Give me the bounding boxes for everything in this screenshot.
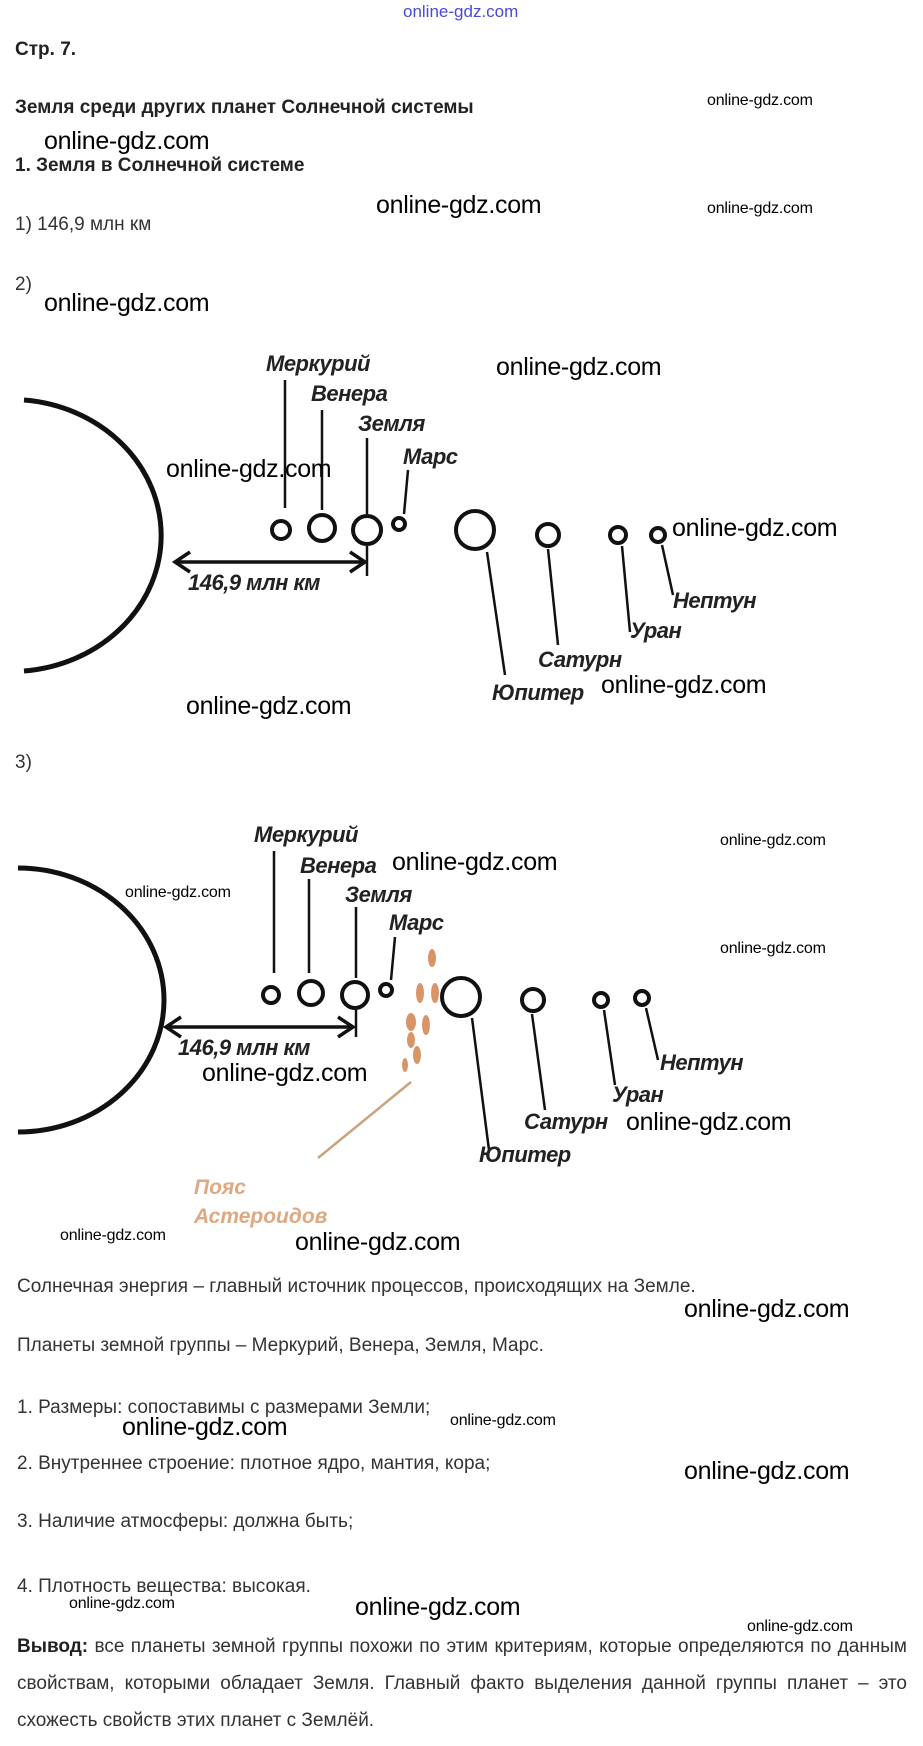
watermark: online-gdz.com [60, 1227, 166, 1244]
watermark: online-gdz.com [720, 832, 826, 849]
criterion-2: 2. Внутреннее строение: плотное ядро, ма… [17, 1453, 491, 1474]
watermark: online-gdz.com [684, 1295, 850, 1323]
criterion-4: 4. Плотность вещества: высокая. [17, 1576, 311, 1597]
watermark: online-gdz.com [601, 671, 767, 699]
uranus-circle [608, 525, 628, 545]
criterion-1: 1. Размеры: сопоставимы с размерами Земл… [17, 1397, 431, 1418]
venus-circle [307, 513, 337, 543]
watermark: online-gdz.com [720, 940, 826, 957]
page-title: Земля среди других планет Солнечной сист… [15, 97, 474, 118]
label-venus: Венера [311, 381, 388, 406]
distance-arrow [171, 550, 369, 574]
watermark: online-gdz.com [392, 848, 558, 876]
label-earth: Земля [358, 411, 425, 436]
watermark: online-gdz.com [376, 191, 542, 219]
label-mercury: Меркурий [266, 351, 370, 376]
label-mars: Марс [389, 910, 444, 935]
criterion-3: 3. Наличие атмосферы: должна быть; [17, 1511, 354, 1532]
watermark: online-gdz.com [672, 514, 838, 542]
group-text: Планеты земной группы – Меркурий, Венера… [17, 1335, 544, 1356]
asteroid-pointer [317, 1081, 412, 1159]
watermark: online-gdz.com [626, 1108, 792, 1136]
sun-arc [23, 397, 164, 674]
page-number: Стр. 7. [15, 39, 77, 60]
sun-arc [17, 865, 167, 1135]
watermark: online-gdz.com [684, 1457, 850, 1485]
energy-text: Солнечная энергия – главный источник про… [17, 1276, 696, 1297]
distance-arrow [162, 1015, 357, 1039]
label-saturn: Сатурн [524, 1109, 608, 1134]
watermark: online-gdz.com [295, 1228, 461, 1256]
watermark: online-gdz.com [44, 289, 210, 317]
watermark: online-gdz.com [707, 200, 813, 217]
saturn-circle [520, 987, 546, 1013]
label-earth: Земля [345, 882, 412, 907]
label-venus: Венера [300, 853, 377, 878]
section-title: 1. Земля в Солнечной системе [15, 155, 305, 176]
answer-3: 3) [15, 752, 32, 773]
uranus-circle [592, 991, 610, 1009]
watermark: online-gdz.com [44, 127, 210, 155]
asteroid-belt-label: Пояс [194, 1176, 246, 1199]
watermark: online-gdz.com [450, 1412, 556, 1429]
answer-2: 2) [15, 274, 32, 295]
watermark: online-gdz.com [403, 2, 519, 21]
watermark: online-gdz.com [355, 1593, 521, 1621]
mercury-circle [261, 985, 281, 1005]
label-neptune: Нептун [673, 588, 757, 613]
jupiter-circle [454, 509, 496, 551]
label-mars: Марс [403, 444, 458, 469]
distance-label: 146,9 млн км [188, 570, 320, 595]
conclusion: Вывод: все планеты земной группы похожи … [17, 1628, 907, 1739]
distance-label: 146,9 млн км [178, 1035, 310, 1060]
label-saturn: Сатурн [538, 647, 622, 672]
conclusion-label: Вывод: [17, 1636, 89, 1657]
label-mercury: Меркурий [254, 822, 358, 847]
jupiter-circle [440, 976, 482, 1018]
conclusion-text: все планеты земной группы похожи по этим… [17, 1636, 907, 1731]
watermark: online-gdz.com [125, 884, 231, 901]
label-jupiter: Юпитер [479, 1142, 571, 1167]
watermark: online-gdz.com [707, 92, 813, 109]
watermark: online-gdz.com [166, 455, 332, 483]
label-uranus: Уран [612, 1082, 664, 1107]
watermark: online-gdz.com [69, 1595, 175, 1612]
neptune-circle [649, 526, 667, 544]
watermark: online-gdz.com [747, 1618, 853, 1635]
watermark: online-gdz.com [186, 692, 352, 720]
earth-circle [351, 514, 383, 546]
venus-circle [297, 979, 325, 1007]
watermark: online-gdz.com [202, 1059, 368, 1087]
label-uranus: Уран [630, 618, 682, 643]
asteroid-belt-label: Астероидов [194, 1205, 328, 1228]
answer-1: 1) 146,9 млн км [15, 214, 152, 235]
watermark: online-gdz.com [122, 1413, 288, 1441]
mars-circle [391, 516, 407, 532]
mars-circle [378, 982, 394, 998]
asteroid-belt [402, 949, 439, 1072]
saturn-circle [535, 522, 561, 548]
mercury-circle [270, 519, 292, 541]
earth-circle [340, 980, 370, 1010]
label-neptune: Нептун [660, 1050, 744, 1075]
neptune-circle [633, 989, 651, 1007]
watermark: online-gdz.com [496, 353, 662, 381]
label-jupiter: Юпитер [492, 680, 584, 705]
